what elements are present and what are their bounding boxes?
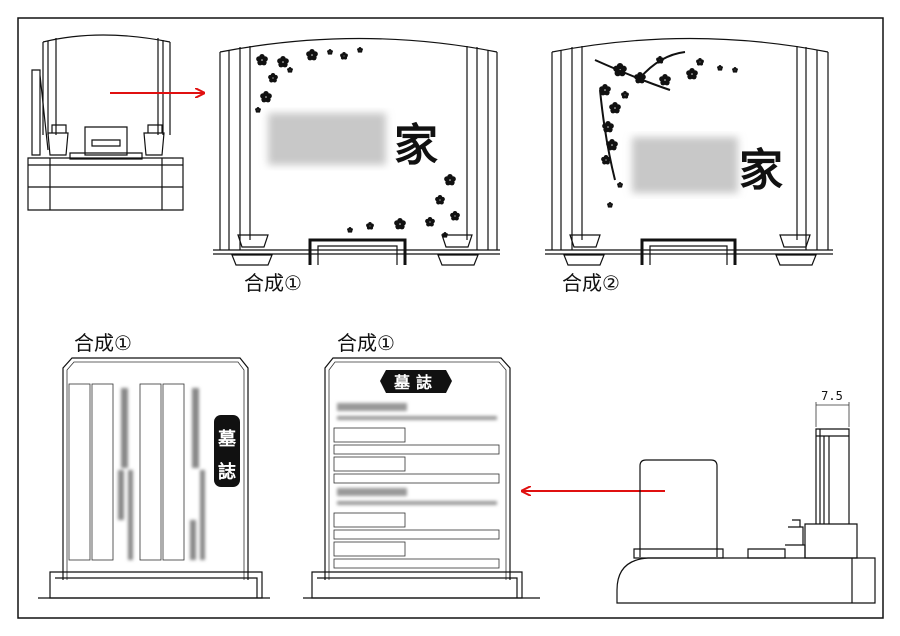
sakura-flower-icon xyxy=(634,72,646,84)
sakura-flower-icon xyxy=(732,67,738,73)
sakura-flower-icon xyxy=(425,217,435,227)
sakura-flower-icon xyxy=(602,121,614,133)
sakura-flower-icon xyxy=(256,54,268,66)
sakura-flower-icon xyxy=(366,222,374,230)
sakura-flower-icon xyxy=(394,218,406,230)
sakura-flower-icon xyxy=(306,49,318,61)
sakura-flower-icon xyxy=(442,232,448,238)
composite-label: 合成② xyxy=(562,271,620,295)
family-character: 家 xyxy=(739,145,783,196)
sakura-flower-icon xyxy=(450,211,460,221)
top-panel-2: 家 合成② xyxy=(545,37,833,295)
sakura-flower-icon xyxy=(347,227,353,233)
composite-label: 合成① xyxy=(74,331,132,355)
blurred-family-name xyxy=(268,113,386,165)
sakura-flower-icon xyxy=(613,63,627,77)
side-view-drawing: 7.5 xyxy=(616,389,876,604)
sakura-flower-icon xyxy=(656,56,664,64)
sakura-flower-icon xyxy=(260,91,272,103)
sakura-flower-icon xyxy=(255,107,261,113)
sakura-flower-icon xyxy=(609,102,621,114)
blurred-family-name xyxy=(632,137,738,193)
epitaph-badge-char-1: 墓 xyxy=(217,429,237,450)
top-panel-1: 家 合成① xyxy=(213,37,500,295)
sakura-flower-icon xyxy=(357,47,363,53)
sakura-flower-icon xyxy=(277,56,289,68)
sakura-flower-icon xyxy=(686,68,698,80)
sakura-flower-icon xyxy=(435,195,445,205)
epitaph-badge xyxy=(214,415,240,487)
epitaph-badge-char-2: 誌 xyxy=(218,461,236,483)
dimension-label: 7.5 xyxy=(821,389,843,403)
sakura-flower-icon xyxy=(606,139,618,151)
bottom-panel-vertical-epitaph: 合成① 墓 誌 xyxy=(38,331,270,599)
sakura-flower-icon xyxy=(327,49,333,55)
cherry-blossom-branch-decoration xyxy=(599,56,738,208)
epitaph-badge xyxy=(380,370,452,393)
family-character: 家 xyxy=(394,120,438,171)
sakura-flowers-decoration xyxy=(255,47,460,238)
sakura-flower-icon xyxy=(268,73,278,83)
sakura-flower-icon xyxy=(607,202,613,208)
sakura-flower-icon xyxy=(340,52,348,60)
sakura-flower-icon xyxy=(617,182,623,188)
original-monument-drawing xyxy=(27,34,184,211)
sakura-flower-icon xyxy=(659,74,671,86)
sakura-flower-icon xyxy=(621,91,629,99)
sakura-flower-icon xyxy=(599,84,611,96)
epitaph-badge-label: 墓誌 xyxy=(393,373,438,392)
composite-label: 合成① xyxy=(244,271,302,295)
sakura-flower-icon xyxy=(717,65,723,71)
sakura-flower-icon xyxy=(601,155,611,165)
composite-label: 合成① xyxy=(337,331,395,355)
bottom-panel-horizontal-epitaph: 合成① 墓誌 xyxy=(303,331,540,599)
sakura-flower-icon xyxy=(287,67,293,73)
sakura-flower-icon xyxy=(444,174,456,186)
sakura-flower-icon xyxy=(696,58,704,66)
outer-frame xyxy=(17,17,884,619)
